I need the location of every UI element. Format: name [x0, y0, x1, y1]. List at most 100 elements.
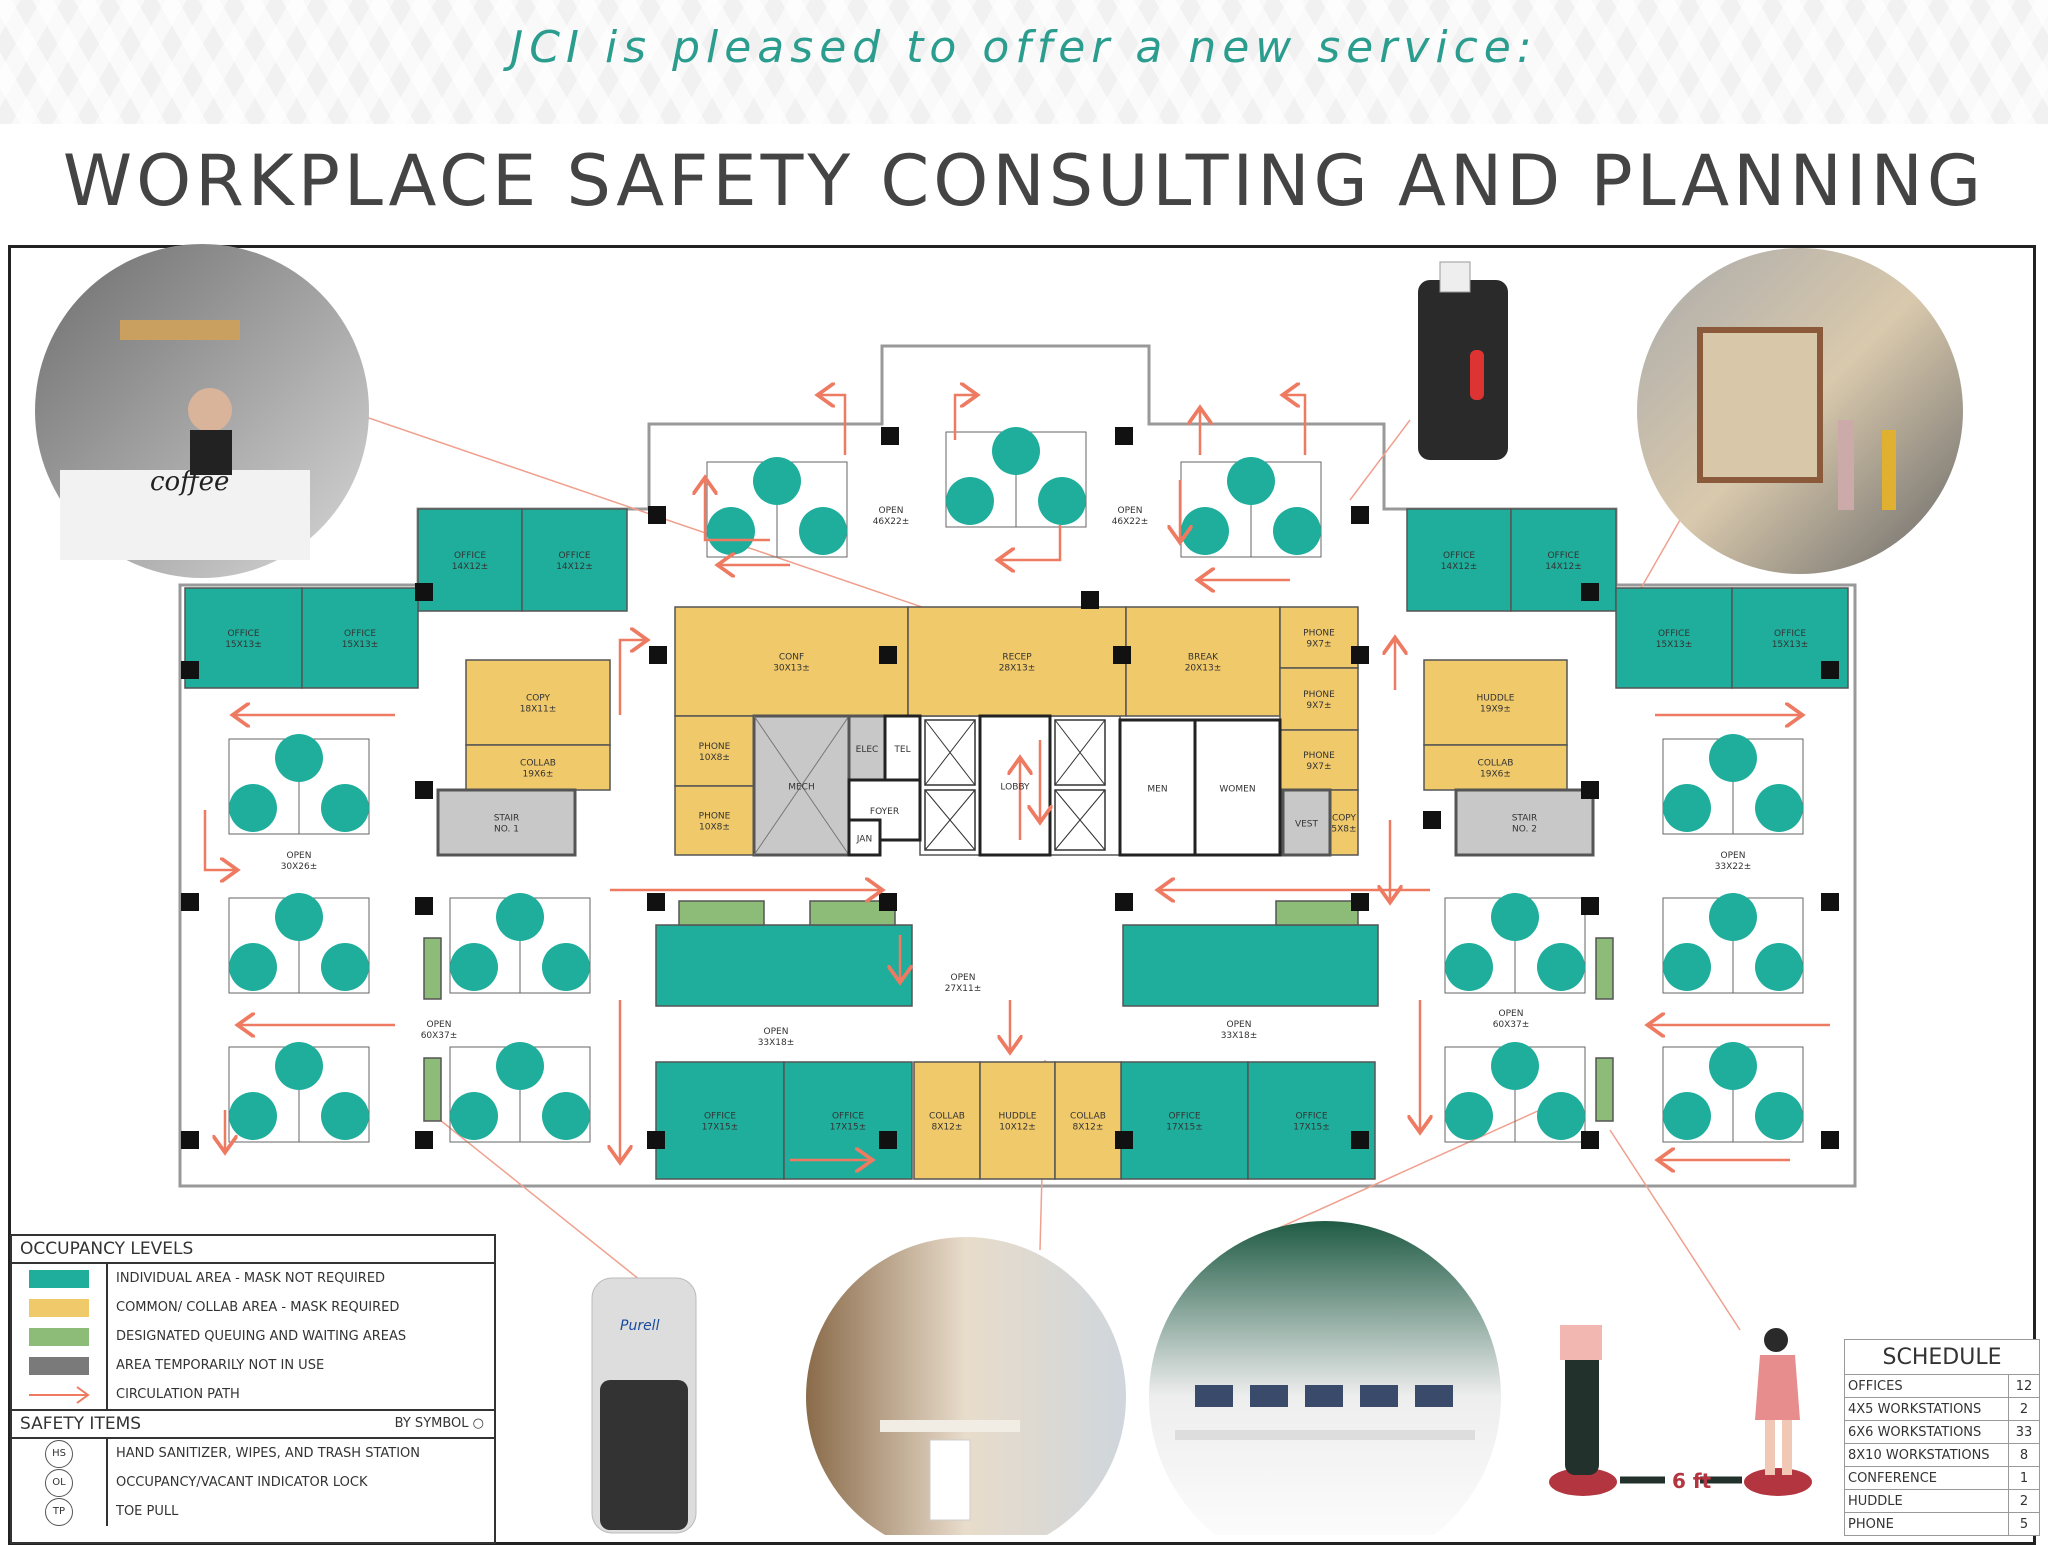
workstation-seat — [799, 507, 847, 555]
workstation-seat — [1537, 1092, 1585, 1140]
elevator-cross — [924, 719, 976, 786]
room-label: PHONE — [1303, 629, 1335, 639]
schedule-item: HUDDLE — [1844, 1489, 2009, 1513]
room-label: STAIR — [494, 814, 520, 824]
legend-label: OCCUPANCY/VACANT INDICATOR LOCK — [116, 1475, 368, 1490]
zone-block-queuing — [1275, 900, 1359, 926]
occupancy-levels-heading: OCCUPANCY LEVELS — [12, 1236, 494, 1264]
room-label: HUDDLE — [1477, 694, 1515, 704]
room-label: OFFICE — [454, 551, 486, 561]
six-feet-distancing-icon: 6 ft — [1549, 1325, 1812, 1496]
room-size: 9X7± — [1306, 701, 1331, 711]
zone-block-queuing — [678, 900, 765, 926]
workstation-cluster — [945, 427, 1087, 528]
room-label: PHONE — [1303, 690, 1335, 700]
circulation-arrow — [820, 395, 847, 455]
legend: OCCUPANCY LEVELS INDIVIDUAL AREA - MASK … — [10, 1234, 496, 1544]
circulation-arrow — [203, 810, 235, 870]
workstation-cluster — [1662, 1042, 1804, 1143]
schedule-count: 1 — [2008, 1466, 2040, 1490]
column — [181, 893, 199, 911]
column — [1115, 893, 1133, 911]
color-swatch — [12, 1264, 108, 1293]
svg-text:coffee: coffee — [150, 467, 229, 497]
workstation-seat — [1445, 943, 1493, 991]
workstation-cluster — [706, 457, 848, 558]
color-swatch — [12, 1293, 108, 1322]
column — [1351, 646, 1369, 664]
room-tel — [883, 714, 922, 782]
workstation-seat — [992, 427, 1040, 475]
workstation-seat — [1755, 784, 1803, 832]
zone-block-queuing — [1595, 937, 1614, 1000]
room-size: 14X12± — [1441, 562, 1478, 572]
room-size: 8X12± — [932, 1123, 963, 1133]
workstation-seat — [496, 1042, 544, 1090]
elevator-cross — [1054, 719, 1106, 786]
legend-occupancy-item: INDIVIDUAL AREA - MASK NOT REQUIRED — [12, 1264, 494, 1293]
column — [415, 781, 433, 799]
room-label: COPY — [1332, 814, 1357, 824]
column — [879, 893, 897, 911]
legend-occupancy-item: CIRCULATION PATH — [12, 1380, 494, 1409]
room-size: 17X15± — [1293, 1123, 1330, 1133]
room-label: OFFICE — [1547, 551, 1579, 561]
room-break — [1125, 606, 1281, 717]
color-swatch — [29, 1269, 89, 1288]
header-subtitle: JCI is pleased to offer a new service: — [510, 22, 1538, 73]
legend-occupancy-item: COMMON/ COLLAB AREA - MASK REQUIRED — [12, 1293, 494, 1322]
column — [1115, 1131, 1133, 1149]
open-area-size: 46X22± — [873, 517, 910, 527]
schedule-item: PHONE — [1844, 1512, 2009, 1536]
workstation-cluster — [1662, 893, 1804, 994]
safety-symbol-icon: OL — [45, 1468, 73, 1497]
open-area-size: 46X22± — [1112, 517, 1149, 527]
elevator — [924, 719, 976, 786]
column — [1351, 1131, 1369, 1149]
room-stair — [436, 788, 577, 857]
room-office — [417, 508, 523, 612]
workstation-seat — [1755, 943, 1803, 991]
column — [879, 646, 897, 664]
workstation-seat — [1445, 1092, 1493, 1140]
symbol-cell: OL — [12, 1468, 108, 1497]
workstation-seat — [1663, 1092, 1711, 1140]
workstation-seat — [542, 1092, 590, 1140]
workstation-seat — [1755, 1092, 1803, 1140]
workstation-seat — [450, 1092, 498, 1140]
zone-block-queuing — [1595, 1057, 1614, 1122]
room-label: COLLAB — [520, 759, 556, 769]
schedule-item: 6X6 WORKSTATIONS — [1844, 1420, 2009, 1444]
workstation-seat — [753, 457, 801, 505]
legend-label: COMMON/ COLLAB AREA - MASK REQUIRED — [116, 1300, 400, 1315]
workstation-cluster — [1662, 734, 1804, 835]
room-label: WOMEN — [1219, 785, 1255, 795]
room-size: 10X8± — [699, 753, 730, 763]
column — [181, 661, 199, 679]
room-office — [1406, 508, 1512, 612]
by-symbol-label: BY SYMBOL — [394, 1416, 469, 1431]
schedule-count: 12 — [2008, 1374, 2040, 1398]
column — [1821, 661, 1839, 679]
arrow-right-icon — [29, 1385, 90, 1404]
room-size: 17X15± — [830, 1123, 867, 1133]
safety-title: SAFETY ITEMS — [20, 1414, 142, 1434]
room-label: OFFICE — [1443, 551, 1475, 561]
room-label: PHONE — [1303, 751, 1335, 761]
column — [415, 897, 433, 915]
arrow-right-icon — [12, 1380, 108, 1409]
open-area-size: 27X11± — [945, 984, 982, 994]
column — [181, 1131, 199, 1149]
workstation-cluster — [449, 893, 591, 994]
color-swatch — [29, 1356, 89, 1375]
room-huddle — [1423, 659, 1568, 746]
room-size: 19X9± — [1480, 705, 1511, 715]
room-label: HUDDLE — [999, 1112, 1037, 1122]
column — [1423, 811, 1441, 829]
column — [1581, 781, 1599, 799]
